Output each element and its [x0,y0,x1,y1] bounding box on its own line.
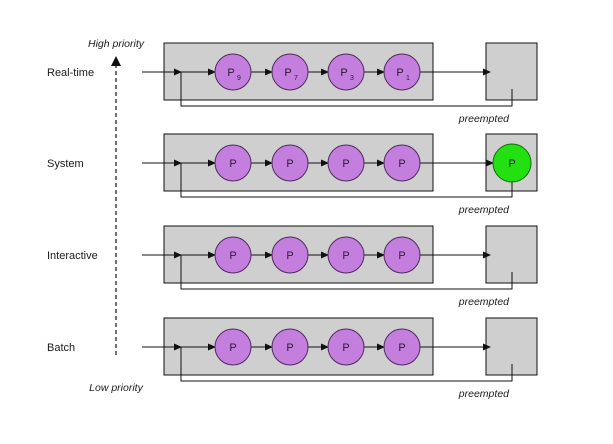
preempted-feedback-path [180,72,513,107]
process-node: P [271,236,309,274]
process-label: P [227,67,234,79]
process-label: P [342,342,349,354]
high-priority-label: High priority [88,38,145,50]
running-process-label: P [508,158,515,170]
process-label: P [229,342,236,354]
priority-axis-arrowhead [111,56,121,66]
process-circle [383,53,421,91]
process-label: P [286,158,293,170]
process-circle [214,328,252,366]
running-process-circle [492,143,532,183]
preempted-label: preempted [458,388,510,400]
preempted-label: preempted [458,113,510,125]
process-node: P [214,144,252,182]
process-node: P [327,236,365,274]
process-label: P [396,67,403,79]
preempted-feedback-path [180,347,513,382]
process-circle [271,144,309,182]
process-subscript: 9 [237,75,241,82]
process-node: P [271,144,309,182]
preempted-label: preempted [458,296,510,308]
process-node: P [214,236,252,274]
process-node: P [271,328,309,366]
process-subscript: 1 [406,75,410,82]
process-circle [214,144,252,182]
process-circle [271,236,309,274]
process-label: P [342,158,349,170]
process-circle [271,53,309,91]
process-label: P [398,250,405,262]
process-label: P [398,342,405,354]
process-circle [327,236,365,274]
process-label: P [284,67,291,79]
preempted-label: preempted [458,204,510,216]
process-circle [383,144,421,182]
process-circle [327,53,365,91]
preempted-feedback-path [180,255,513,290]
process-subscript: 7 [294,75,298,82]
queue-label: System [47,158,84,170]
queue-row: Batch preempted P P P P [47,317,538,400]
queue-label: Batch [47,342,75,354]
process-node: P [383,236,421,274]
process-node: P [383,328,421,366]
process-label: P [342,250,349,262]
process-circle [327,144,365,182]
queue-row: Interactive preempted P P P P [47,225,538,308]
process-label: P [229,158,236,170]
process-node: P [327,328,365,366]
process-circle [383,236,421,274]
process-node: P [214,328,252,366]
queue-row: System preempted P P P P P [47,133,538,216]
preempted-feedback-path [180,163,513,198]
running-process-node: P [492,143,532,183]
process-circle [327,328,365,366]
process-label: P [229,250,236,262]
queue-label: Real-time [47,67,94,79]
process-node: P [327,144,365,182]
queue-label: Interactive [47,250,98,262]
low-priority-label: Low priority [89,382,143,394]
process-circle [214,236,252,274]
process-node: P [383,144,421,182]
process-label: P [398,158,405,170]
process-circle [271,328,309,366]
process-label: P [340,67,347,79]
process-label: P [286,250,293,262]
process-circle [214,53,252,91]
process-label: P [286,342,293,354]
process-subscript: 3 [350,75,354,82]
process-circle [383,328,421,366]
